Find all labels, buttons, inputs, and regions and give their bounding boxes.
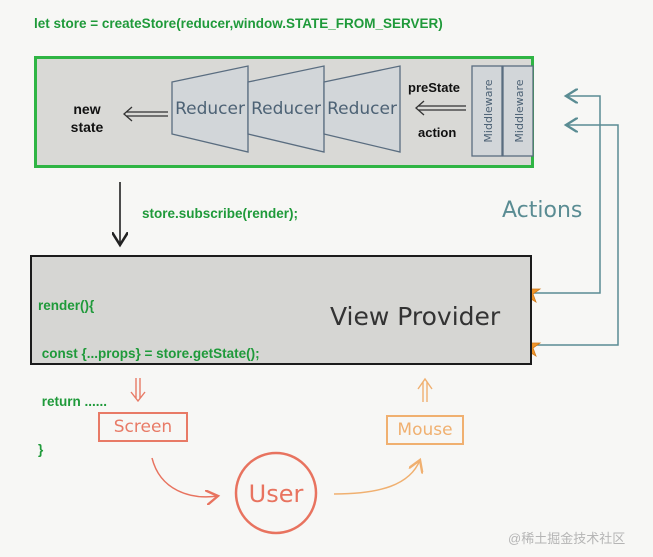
pre-state-arrow <box>415 100 466 116</box>
render-code-line: const {...props} = store.getState(); <box>38 346 260 361</box>
screen-down-arrow <box>130 378 146 403</box>
view-provider-label: View Provider <box>330 302 501 331</box>
actions-arrow-inner <box>534 125 619 346</box>
reducer-shape-2 <box>247 65 325 153</box>
screen-box: Screen <box>98 412 188 442</box>
new-state-label: new state <box>62 100 112 136</box>
middleware-label-2: Middleware <box>513 79 526 142</box>
view-provider-box <box>30 255 532 365</box>
pre-state-label: preState <box>408 80 461 95</box>
reducer-shape-1 <box>171 65 249 153</box>
actions-label: Actions <box>502 198 583 223</box>
new-state-arrow <box>123 106 168 122</box>
watermark: @稀土掘金技术社区 <box>508 531 626 546</box>
render-code-line: return ...... <box>38 394 108 409</box>
reducer-label-1: Reducer <box>175 99 245 119</box>
middleware-column-1 <box>471 65 503 157</box>
mouse-box: Mouse <box>386 415 464 445</box>
user-to-mouse-arrow <box>333 460 420 495</box>
new-state-line2: state <box>70 119 104 135</box>
middleware-column-2 <box>502 65 534 157</box>
action-label: action <box>418 125 457 140</box>
actions-arrow-outer <box>534 96 601 294</box>
mouse-up-arrow <box>417 377 433 402</box>
new-state-line1: new <box>73 101 101 117</box>
render-code: render(){ const {...props} = store.getSt… <box>38 266 260 474</box>
user-circle <box>234 451 318 535</box>
user-label: User <box>249 480 304 508</box>
middleware-label-1: Middleware <box>482 79 495 142</box>
reducer-label-3: Reducer <box>327 99 397 119</box>
render-code-line: render(){ <box>38 298 95 313</box>
render-code-line: } <box>38 442 44 457</box>
screen-to-user-arrow <box>151 457 218 497</box>
create-store-code: let store = createStore(reducer,window.S… <box>34 16 443 31</box>
reducer-shape-3 <box>323 65 401 153</box>
reducer-label-2: Reducer <box>251 99 321 119</box>
subscribe-code: store.subscribe(render); <box>142 206 299 221</box>
